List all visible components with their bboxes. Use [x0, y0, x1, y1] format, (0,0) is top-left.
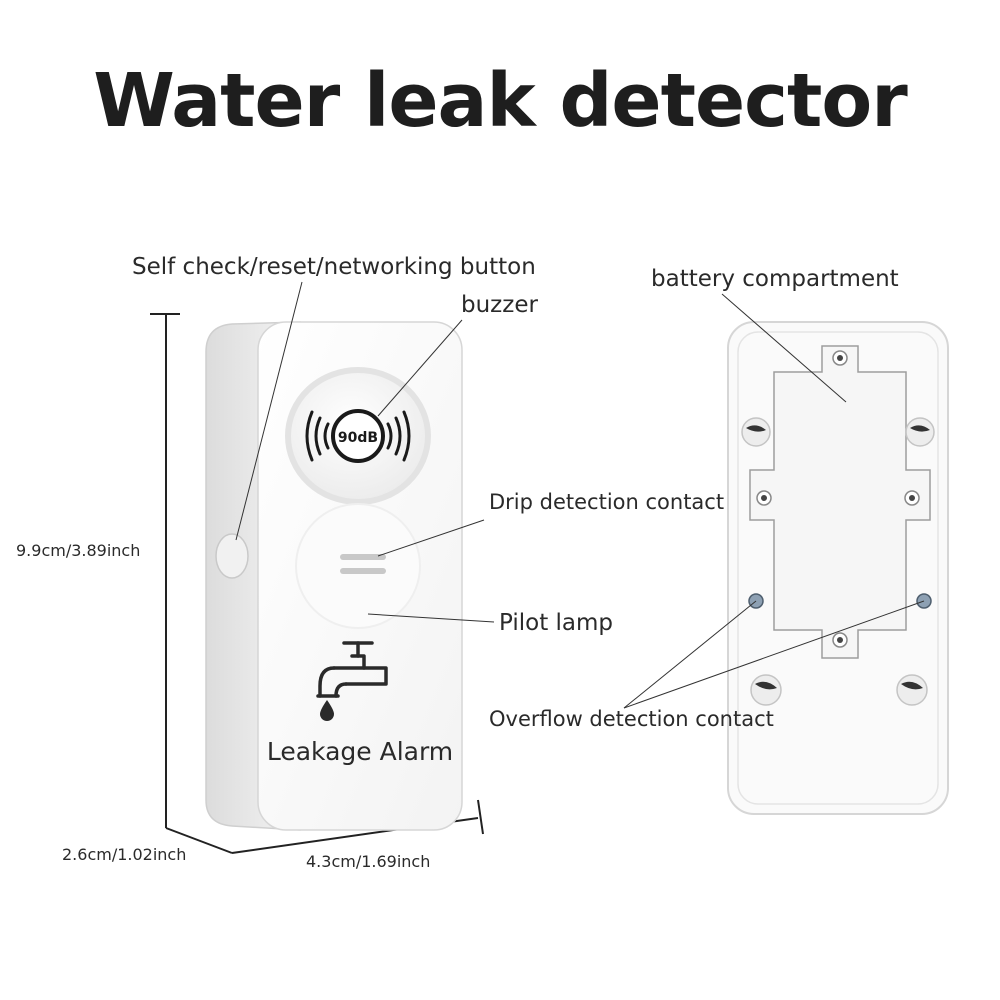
depth-dimension-label: 2.6cm/1.02inch: [62, 845, 187, 864]
side-button: [215, 533, 249, 579]
pilot-lamp-dome: [295, 503, 421, 629]
battery-compartment: [749, 345, 931, 659]
battery-compartment-label: battery compartment: [651, 266, 899, 292]
water-drop-icon: [320, 700, 334, 721]
buzzer-badge: [331, 409, 385, 463]
width-dimension-label: 4.3cm/1.69inch: [306, 852, 431, 871]
front-device: 90dB Leakage Alarm: [205, 321, 463, 831]
leader-lines: [235, 281, 925, 709]
screw-holes: [756, 350, 920, 648]
back-device: [727, 321, 949, 815]
drip-contact-slots: [340, 554, 386, 574]
pilot-lamp-label: Pilot lamp: [499, 610, 614, 636]
faucet-icon: [316, 641, 388, 698]
height-dimension-label: 9.9cm/3.89inch: [16, 541, 141, 560]
self-check-button-label: Self check/reset/networking button: [132, 254, 536, 280]
drip-detection-contact-label: Drip detection contact: [489, 490, 725, 514]
buzzer-badge-text: 90dB: [338, 430, 378, 446]
buzzer-label: buzzer: [461, 292, 538, 318]
overflow-detection-contact-label: Overflow detection contact: [489, 707, 774, 731]
device-label: Leakage Alarm: [267, 737, 453, 766]
page-title: Water leak detector: [93, 58, 908, 144]
sound-waves-icon: [305, 410, 411, 462]
